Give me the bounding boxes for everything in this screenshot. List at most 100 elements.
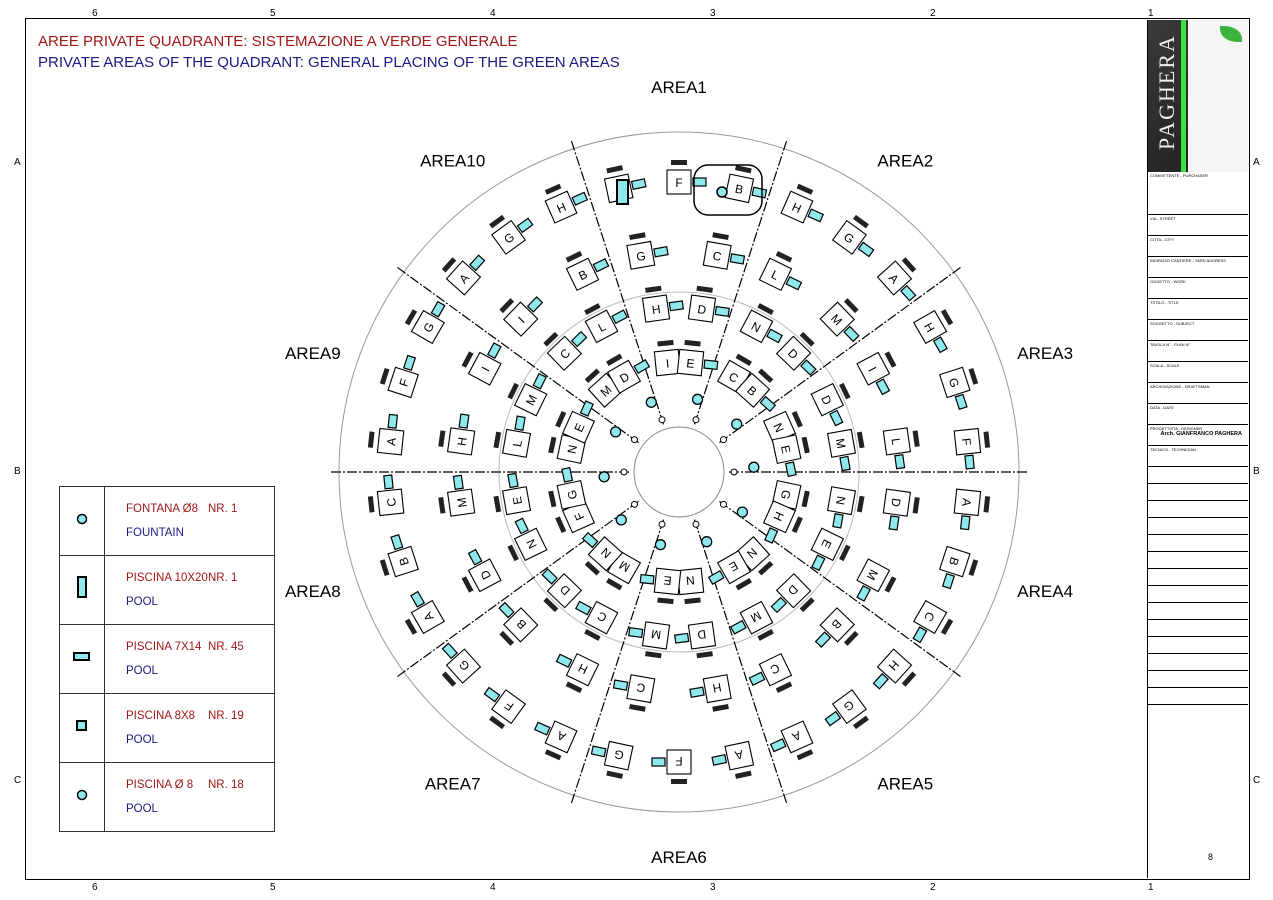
path-end — [692, 520, 700, 528]
legend-english: FOUNTAIN — [126, 527, 184, 539]
pool-icon — [532, 372, 547, 390]
parking-icon — [696, 285, 713, 293]
house-lot: L — [584, 303, 629, 344]
title-block-field: DATA - DATE — [1148, 404, 1248, 425]
parking-icon — [940, 618, 954, 635]
path-end — [631, 436, 639, 444]
house-lot: G — [548, 466, 587, 510]
lot-letter: E — [686, 356, 695, 371]
house-lot: E — [639, 567, 682, 605]
parking-icon — [843, 630, 859, 646]
parking-icon — [912, 497, 920, 514]
lot-letter: L — [888, 437, 903, 446]
parking-icon — [735, 353, 752, 367]
lot-letter: E — [510, 495, 525, 505]
pool-icon — [541, 568, 558, 585]
parking-icon — [735, 577, 752, 591]
parking-icon — [901, 671, 917, 687]
pool-icon — [498, 601, 515, 619]
house-lot: A — [711, 740, 755, 779]
legend-english: POOL — [126, 665, 158, 677]
rect-wide-pool-icon — [59, 624, 105, 694]
lot-letter: N — [565, 444, 580, 455]
area-divider — [570, 140, 665, 425]
legend-name: PISCINA 8X8 — [126, 710, 196, 722]
pool-icon — [467, 548, 483, 566]
pool-icon — [630, 178, 647, 191]
round-pool-icon — [645, 396, 657, 408]
house-lot: F — [379, 354, 420, 399]
area-label: AREA3 — [1017, 344, 1073, 363]
revision-row — [1148, 569, 1248, 586]
parking-icon — [791, 516, 803, 533]
legend-name: PISCINA Ø 8 — [126, 779, 194, 791]
pool-icon — [430, 300, 446, 318]
pool-icon — [839, 455, 851, 472]
pool-icon — [769, 738, 787, 753]
pool-icon — [410, 590, 426, 608]
house-lot: D — [461, 548, 502, 593]
parking-icon — [565, 250, 583, 263]
pool-icon — [912, 626, 928, 644]
house-lot: D — [687, 285, 730, 323]
title-block-field: SOGGETTO - SUBJECT — [1148, 320, 1248, 341]
rect-tall-pool-icon — [59, 555, 105, 625]
pool-icon — [469, 254, 486, 272]
parking-icon — [461, 351, 474, 368]
house-lot: C — [543, 330, 588, 372]
revision-row — [1148, 484, 1248, 501]
pool-icon — [668, 300, 685, 312]
house-lot: B — [814, 607, 859, 648]
house-lot: N — [581, 531, 624, 576]
lot-letter: C — [635, 680, 646, 695]
house-lot: H — [780, 183, 825, 224]
parking-icon — [548, 436, 557, 454]
title-block-field: OGGETTO - WORK — [1148, 278, 1248, 299]
pool-icon — [707, 569, 725, 586]
path-end — [719, 436, 727, 444]
grid-column-label: 2 — [930, 8, 936, 19]
parking-icon — [404, 618, 418, 635]
pool-icon — [729, 253, 746, 265]
lot-letter: B — [946, 555, 962, 567]
pool-icon — [628, 626, 644, 639]
grid-row-label: A — [14, 157, 21, 168]
legend-english: POOL — [126, 596, 158, 608]
lot-letter: N — [833, 495, 848, 506]
area-label: AREA7 — [425, 774, 481, 793]
house-lot: H — [641, 285, 685, 323]
grid-column-label: 2 — [930, 882, 936, 893]
pool-icon — [639, 573, 655, 585]
parking-icon — [657, 339, 674, 347]
house-lot: D — [882, 488, 920, 531]
lot-letter: F — [675, 754, 682, 768]
parking-icon — [499, 298, 515, 314]
pool-icon — [561, 466, 574, 483]
parking-icon — [438, 497, 446, 514]
house-lot: A — [441, 254, 486, 296]
house-lot: B — [565, 250, 610, 292]
house-lot: D — [770, 572, 815, 614]
house-lot: C — [702, 232, 746, 270]
pool-icon — [555, 653, 573, 668]
pool-icon — [832, 513, 844, 529]
round-pool-icon — [615, 514, 627, 526]
parking-icon — [441, 257, 457, 273]
title-block-field: SCALA - SCALE — [1148, 362, 1248, 383]
parking-icon — [507, 382, 519, 400]
parking-icon — [493, 431, 502, 449]
revision-row — [1148, 688, 1248, 705]
parking-icon — [584, 628, 601, 641]
parking-icon — [791, 411, 803, 428]
parking-icon — [796, 749, 814, 761]
title-block-field: INDIRIZZO CANTIERE - YARD ADDRESS — [1148, 257, 1248, 278]
parking-icon — [757, 628, 774, 641]
grid-row-label: C — [14, 775, 22, 786]
parking-icon — [735, 770, 752, 779]
legend-english: POOL — [126, 803, 158, 815]
pool-icon — [857, 241, 875, 258]
parking-icon — [757, 303, 774, 316]
revision-row — [1148, 518, 1248, 535]
parking-icon — [912, 430, 920, 447]
